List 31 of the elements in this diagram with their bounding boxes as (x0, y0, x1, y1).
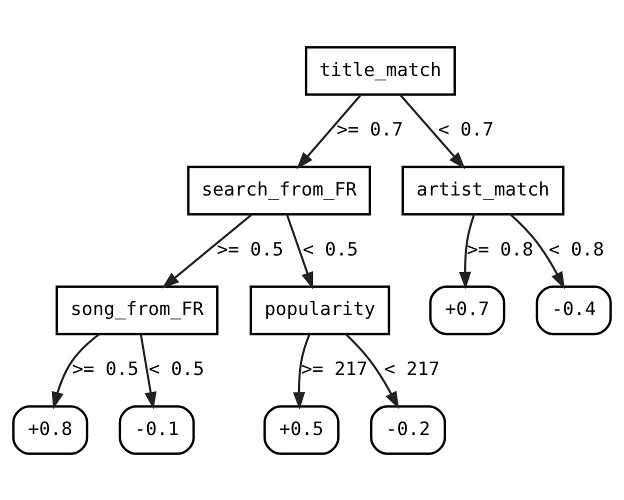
node-box: +0.8 (12, 404, 88, 454)
edge-label: < 0.5 (302, 238, 358, 260)
node-box: popularity (250, 285, 390, 335)
edge-label: < 217 (384, 358, 440, 380)
arrow (286, 214, 314, 290)
node-box: -0.4 (536, 285, 612, 335)
edge-label: >= 0.5 (72, 358, 139, 380)
edge-label: >= 217 (301, 358, 368, 380)
node-box: song_from_FR (56, 285, 218, 335)
arrow (296, 94, 362, 169)
node-box: +0.5 (263, 404, 340, 454)
node-box: artist_match (402, 165, 564, 215)
edge-label: >= 0.8 (466, 238, 534, 260)
edge-label: < 0.5 (148, 358, 204, 380)
edge-label: >= 0.7 (336, 119, 404, 140)
arrow (292, 334, 310, 410)
edge-label: < 0.7 (438, 119, 494, 140)
edge-label: >= 0.5 (216, 238, 284, 260)
node-box: +0.7 (429, 285, 506, 335)
node-box: -0.2 (370, 404, 446, 454)
node-box: title_match (304, 46, 456, 96)
arrow (52, 332, 100, 409)
arrow (459, 214, 476, 289)
edge-label: < 0.8 (548, 238, 604, 260)
arrow (162, 213, 252, 288)
arrow (510, 213, 565, 289)
arrow (140, 334, 157, 409)
arrow (345, 332, 399, 408)
node-box: search_from_FR (187, 165, 372, 215)
node-box: -0.1 (118, 404, 195, 454)
arrow (399, 94, 466, 169)
